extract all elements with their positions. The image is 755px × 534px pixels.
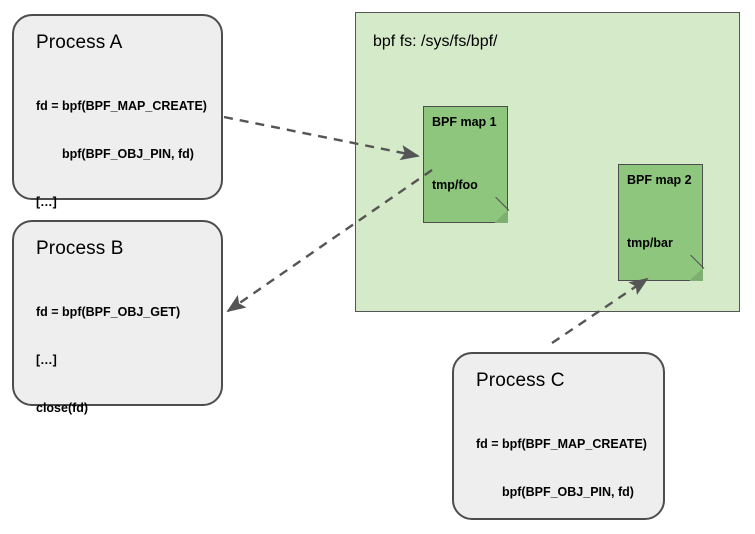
process-b-code: fd = bpf(BPF_OBJ_GET) […] close(fd) [36,272,180,448]
process-b-code-line-1: fd = bpf(BPF_OBJ_GET) [36,305,181,319]
bpf-map-2-path: tmp/bar [627,236,673,250]
process-a-title: Process A [36,32,123,53]
process-a-box[interactable]: Process A fd = bpf(BPF_MAP_CREATE) bpf(B… [12,14,223,257]
process-c-box[interactable]: Process C fd = bpf(BPF_MAP_CREATE) bpf(B… [452,352,665,534]
bpf-map-1-document[interactable]: BPF map 1 tmp/foo [423,106,510,223]
process-c-title: Process C [476,370,565,391]
bpf-map-2-document[interactable]: BPF map 2 tmp/bar [618,164,705,281]
process-b-title: Process B [36,238,124,259]
process-c-code-line-1: fd = bpf(BPF_MAP_CREATE) [476,437,647,451]
bpf-map-1-title: BPF map 1 [432,115,497,129]
bpf-map-2-body [618,164,703,281]
process-b-code-line-2: […] [36,353,57,367]
bpf-filesystem-container[interactable]: bpf fs: /sys/fs/bpf/ BPF map 1 tmp/foo B… [355,12,740,312]
process-a-code-line-3: […] [36,195,57,209]
process-b-box[interactable]: Process B fd = bpf(BPF_OBJ_GET) […] clos… [12,220,223,415]
process-a-code-line-2: bpf(BPF_OBJ_PIN, fd) [62,147,194,161]
process-b-code-line-3: close(fd) [36,401,89,415]
process-a-code-line-1: fd = bpf(BPF_MAP_CREATE) [36,99,207,113]
process-c-code: fd = bpf(BPF_MAP_CREATE) bpf(BPF_OBJ_PIN… [476,404,647,534]
bpf-map-1-path: tmp/foo [432,178,478,192]
bpf-map-1-body [423,106,508,223]
process-c-code-line-2: bpf(BPF_OBJ_PIN, fd) [502,485,634,499]
bpf-map-2-title: BPF map 2 [627,173,692,187]
bpf-filesystem-label: bpf fs: /sys/fs/bpf/ [373,33,498,50]
